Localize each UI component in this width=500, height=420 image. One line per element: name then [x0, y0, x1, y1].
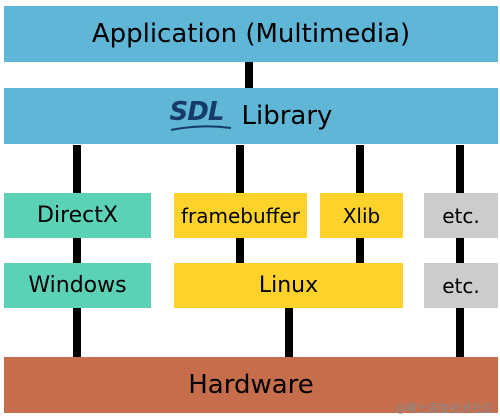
etc-bottom-label: etc. [442, 273, 480, 298]
connector-framebuffer-linux [236, 238, 244, 264]
etc-top-label: etc. [442, 203, 480, 228]
etc-bottom-box: etc. [424, 263, 498, 308]
linux-label: Linux [258, 273, 319, 298]
windows-box: Windows [4, 263, 151, 308]
connector-directx-windows [73, 238, 81, 264]
connector-etc-hardware [456, 308, 464, 358]
windows-label: Windows [28, 273, 127, 298]
etc-top-box: etc. [424, 193, 498, 238]
connector-library-xlib [356, 145, 364, 195]
connector-xlib-linux [356, 238, 364, 264]
connector-library-directx [73, 145, 81, 195]
connector-library-etc [456, 145, 464, 195]
connector-app-library [245, 62, 253, 90]
xlib-box: Xlib [320, 193, 403, 238]
xlib-label: Xlib [342, 203, 381, 228]
application-label: Application (Multimedia) [91, 19, 411, 49]
hardware-label: Hardware [188, 370, 314, 400]
connector-windows-hardware [73, 308, 81, 358]
connector-linux-hardware [285, 308, 293, 358]
library-box: SDL Library [4, 88, 498, 144]
watermark: @稀土掘金技术社区 [395, 402, 494, 415]
sdl-logo: SDL [170, 99, 232, 133]
hardware-box: Hardware [4, 357, 498, 413]
directx-box: DirectX [4, 193, 151, 238]
application-box: Application (Multimedia) [4, 6, 498, 62]
linux-box: Linux [174, 263, 403, 308]
connector-library-framebuffer [236, 145, 244, 195]
framebuffer-box: framebuffer [174, 193, 307, 238]
sdl-logo-swoosh-icon [170, 125, 231, 131]
framebuffer-label: framebuffer [181, 203, 300, 228]
sdl-logo-text: SDL [169, 97, 225, 127]
connector-etc-etc [456, 238, 464, 264]
library-label: Library [241, 101, 333, 131]
directx-label: DirectX [37, 203, 118, 228]
